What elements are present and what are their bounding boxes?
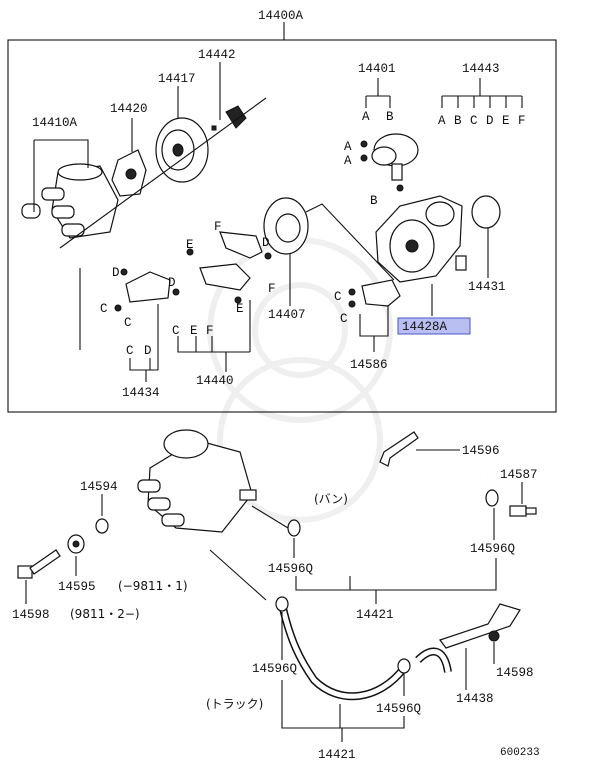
- label-14421-top[interactable]: 14421: [356, 608, 394, 622]
- note-van: (バン): [314, 492, 348, 506]
- label-14431[interactable]: 14431: [468, 280, 506, 294]
- bracket-part: [439, 603, 521, 649]
- diagram-id: 600233: [500, 747, 540, 759]
- label-14586[interactable]: 14586: [350, 358, 388, 372]
- assembly-frame: [7, 39, 557, 413]
- pulley-part: [155, 117, 209, 183]
- letter-B-14443: B: [454, 114, 462, 128]
- letter-E-14440b: E: [236, 302, 244, 316]
- vacuum-advancer-part: [360, 133, 419, 192]
- letter-A-upper: A: [344, 140, 352, 154]
- letter-C-14434a: C: [100, 302, 108, 316]
- letter-B-14401: B: [386, 110, 394, 124]
- label-14598-right[interactable]: 14598: [496, 666, 534, 680]
- spark-control-part: [186, 231, 272, 304]
- label-14594[interactable]: 14594: [80, 480, 118, 494]
- bolt-left-part: [17, 549, 61, 579]
- label-14595[interactable]: 14595: [58, 580, 96, 594]
- nut-part: [67, 534, 85, 554]
- letter-E-14440a: E: [186, 238, 194, 252]
- letter-E-14443: E: [502, 114, 510, 128]
- label-14400A[interactable]: 14400A: [258, 9, 304, 23]
- letter-C-14434c: C: [126, 344, 134, 358]
- letter-D-14440: D: [262, 236, 270, 250]
- label-14434[interactable]: 14434: [122, 386, 160, 400]
- letter-F-14440b: F: [268, 282, 276, 296]
- letter-A-14401: A: [362, 110, 370, 124]
- clip-right-part: [485, 489, 499, 507]
- letter-B-lower: B: [370, 194, 378, 208]
- label-14420[interactable]: 14420: [110, 102, 148, 116]
- letter-F-14440a: F: [214, 220, 222, 234]
- note-truck: (トラック): [206, 697, 263, 711]
- note-date-before: (−9811・1): [118, 579, 188, 593]
- highlight-14428A: [397, 317, 471, 335]
- clip-mid-part: [275, 596, 289, 612]
- letter-F-14440c: F: [206, 324, 214, 338]
- letter-D-14434c: D: [144, 344, 152, 358]
- label-14421-bottom[interactable]: 14421: [318, 748, 356, 762]
- distributor-assembly-part: [137, 429, 257, 533]
- label-14443[interactable]: 14443: [462, 62, 500, 76]
- clamp-top-part: [379, 431, 419, 467]
- letter-D-14434b: D: [168, 276, 176, 290]
- letter-C-14586a: C: [334, 290, 342, 304]
- distributor-cap-part: [21, 163, 119, 239]
- label-14596Q-mid[interactable]: 14596Q: [252, 662, 297, 676]
- letter-A-14443: A: [438, 114, 446, 128]
- letter-C-14586b: C: [340, 312, 348, 326]
- label-14438[interactable]: 14438: [456, 692, 494, 706]
- o-ring-part: [471, 195, 501, 229]
- label-14417[interactable]: 14417: [158, 72, 196, 86]
- letter-F-14443: F: [518, 114, 526, 128]
- label-14596Q-low[interactable]: 14596Q: [376, 702, 421, 716]
- breaker-plate-part: [263, 197, 309, 255]
- clip-left-part: [287, 519, 301, 537]
- fitting-part: [509, 505, 537, 517]
- letter-D-14434a: D: [112, 266, 120, 280]
- clip-low-part: [397, 658, 411, 674]
- distributor-housing-part: [375, 195, 467, 283]
- hose-van: [299, 464, 481, 553]
- module-part: [348, 279, 401, 308]
- label-14587[interactable]: 14587: [500, 468, 538, 482]
- note-date-after: (9811・2−): [70, 607, 140, 621]
- washer-part: [95, 518, 109, 534]
- label-14407[interactable]: 14407: [268, 308, 306, 322]
- label-14596Q-right[interactable]: 14596Q: [470, 542, 515, 556]
- label-14410A[interactable]: 14410A: [32, 116, 78, 130]
- letter-E-14440c: E: [190, 324, 198, 338]
- pickup-coil-part: [114, 268, 180, 312]
- label-14596Q-left[interactable]: 14596Q: [268, 562, 313, 576]
- label-14442[interactable]: 14442: [198, 48, 236, 62]
- letter-C-14434b: C: [124, 316, 132, 330]
- letter-C-14440: C: [172, 324, 180, 338]
- rotor-part: [111, 149, 147, 197]
- label-14440[interactable]: 14440: [196, 374, 234, 388]
- letter-D-14443: D: [486, 114, 494, 128]
- letter-A-lower: A: [344, 154, 352, 168]
- label-14596-top[interactable]: 14596: [462, 444, 500, 458]
- label-14401[interactable]: 14401: [358, 62, 396, 76]
- seal-part: [211, 105, 247, 131]
- label-14428A[interactable]: 14428A: [402, 320, 448, 334]
- letter-C-14443: C: [470, 114, 478, 128]
- label-14598-left[interactable]: 14598: [12, 608, 50, 622]
